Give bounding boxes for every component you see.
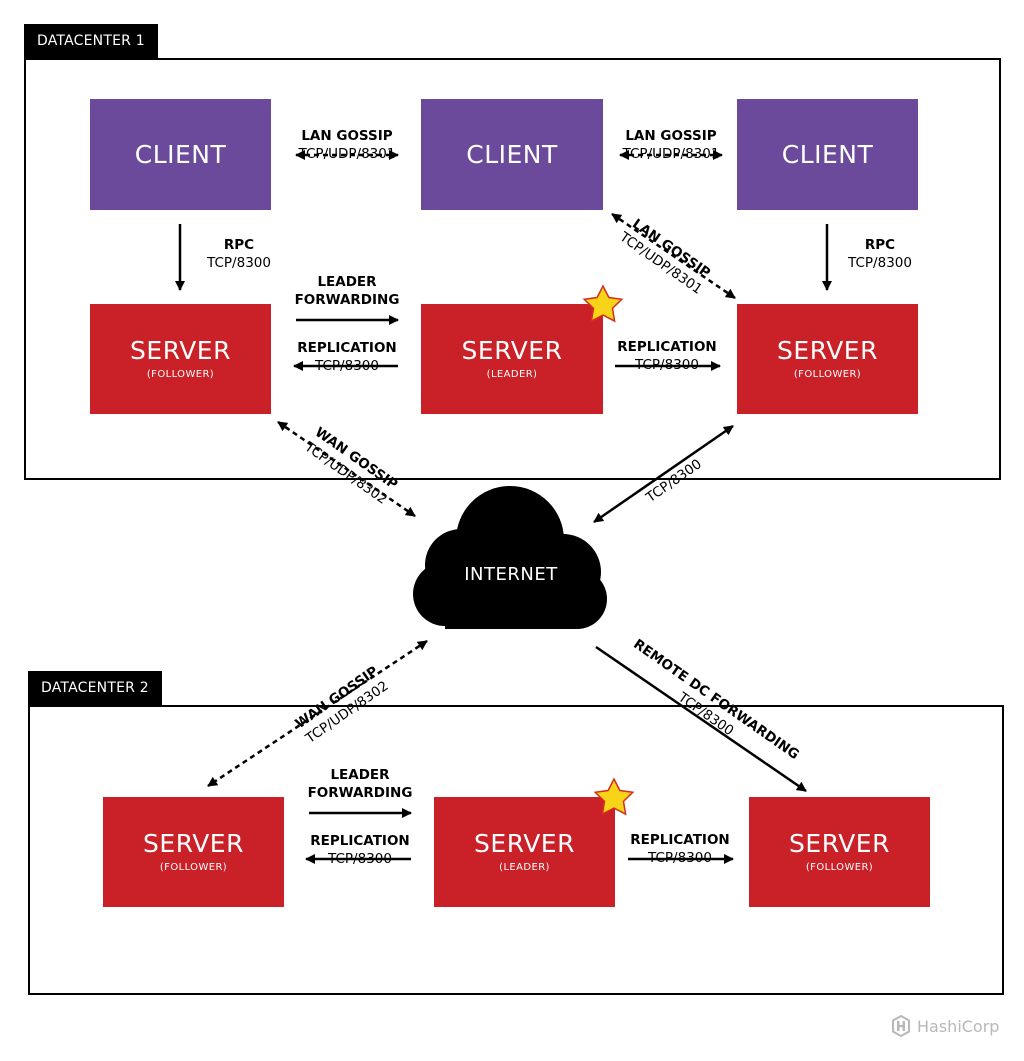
datacenter-1-frame	[24, 58, 1001, 480]
hashicorp-logo-icon	[892, 1015, 910, 1037]
datacenter-1-label: DATACENTER 1	[24, 24, 158, 58]
server-title: SERVER	[143, 829, 244, 858]
server-role: (FOLLOWER)	[146, 369, 215, 380]
server-role: (FOLLOWER)	[793, 369, 862, 380]
server-title: SERVER	[789, 829, 890, 858]
dc2-server-leader[interactable]: SERVER (LEADER)	[434, 797, 615, 907]
datacenter-2-label: DATACENTER 2	[28, 671, 162, 705]
hashicorp-wordmark: HashiCorp	[917, 1016, 1000, 1036]
internet-label: INTERNET	[464, 564, 558, 585]
server-role: (FOLLOWER)	[159, 862, 228, 873]
datacenter-2-frame	[28, 705, 1004, 995]
dc2-server-follower-right[interactable]: SERVER (FOLLOWER)	[749, 797, 930, 907]
client-title: CLIENT	[466, 140, 558, 169]
dc1-server-leader[interactable]: SERVER (LEADER)	[421, 304, 603, 414]
server-role: (LEADER)	[499, 862, 550, 873]
remote-dc-forwarding-arrow	[595, 645, 807, 793]
wan-gossip-dc1-arrow	[277, 420, 416, 518]
leader-star-icon	[593, 777, 635, 816]
server-title: SERVER	[461, 336, 563, 365]
server-role: (FOLLOWER)	[805, 862, 874, 873]
client-node-left[interactable]: CLIENT	[90, 99, 271, 210]
client-node-center[interactable]: CLIENT	[421, 99, 603, 210]
dc2-server-follower-left[interactable]: SERVER (FOLLOWER)	[103, 797, 284, 907]
internet-dc1-tcp-arrow	[593, 424, 734, 524]
hashicorp-brand: HashiCorp	[891, 1015, 999, 1037]
client-title: CLIENT	[781, 140, 874, 169]
dc1-server-follower-right[interactable]: SERVER (FOLLOWER)	[737, 304, 918, 414]
server-title: SERVER	[474, 829, 575, 858]
lan-gossip-diagonal-arrow	[611, 212, 736, 300]
server-title: SERVER	[130, 336, 231, 365]
server-title: SERVER	[777, 336, 878, 365]
server-role: (LEADER)	[486, 369, 538, 380]
internet-cloud-icon	[413, 486, 607, 629]
client-node-right[interactable]: CLIENT	[737, 99, 918, 210]
dc1-server-follower-left[interactable]: SERVER (FOLLOWER)	[90, 304, 271, 414]
leader-star-icon	[582, 284, 624, 323]
client-title: CLIENT	[134, 140, 227, 169]
wan-gossip-dc2-arrow	[207, 639, 428, 788]
